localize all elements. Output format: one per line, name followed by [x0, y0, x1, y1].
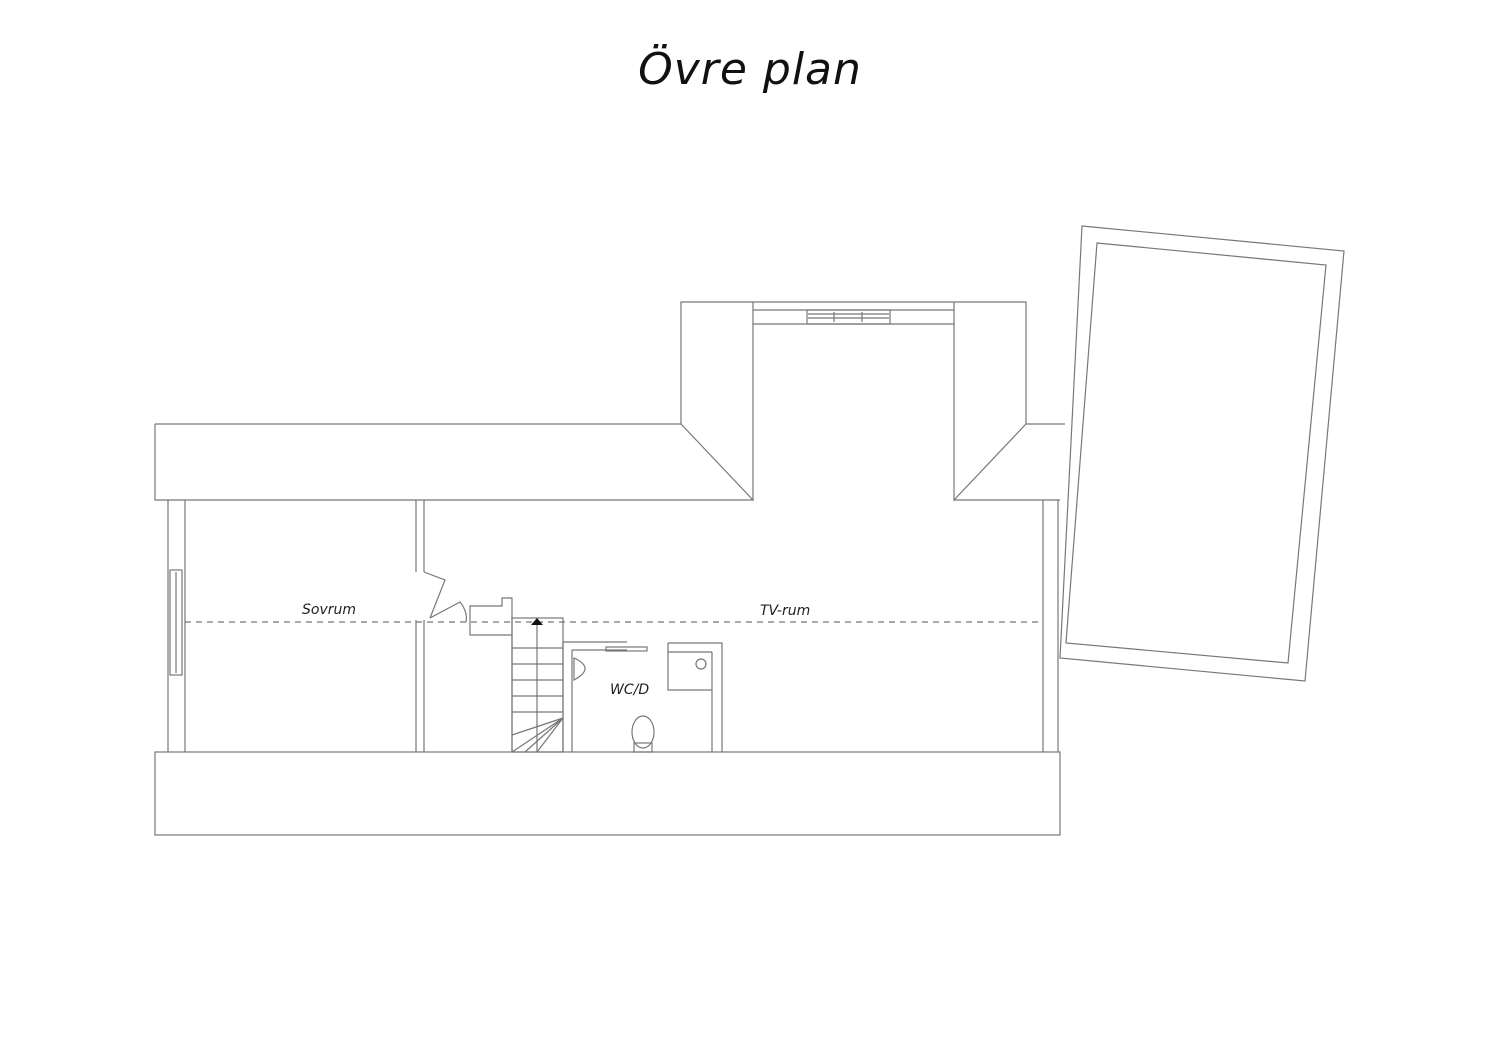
plan-title: Övre plan [638, 44, 862, 95]
walls [167, 500, 1059, 752]
room-label-tv-rum: TV-rum [760, 603, 810, 619]
side-window [169, 569, 183, 676]
room-label-wc: WC/D [610, 682, 649, 698]
shower-drain-icon [695, 658, 707, 670]
terrace [1059, 225, 1345, 682]
stair-up-arrow-icon [531, 618, 543, 625]
staircase [511, 617, 564, 753]
lower-roof-band [154, 751, 1061, 836]
toilet-icon [631, 715, 655, 749]
room-label-sovrum: Sovrum [302, 602, 356, 618]
dormer-window [806, 309, 891, 325]
sink-icon [573, 657, 586, 682]
roof-outline [154, 301, 1065, 502]
